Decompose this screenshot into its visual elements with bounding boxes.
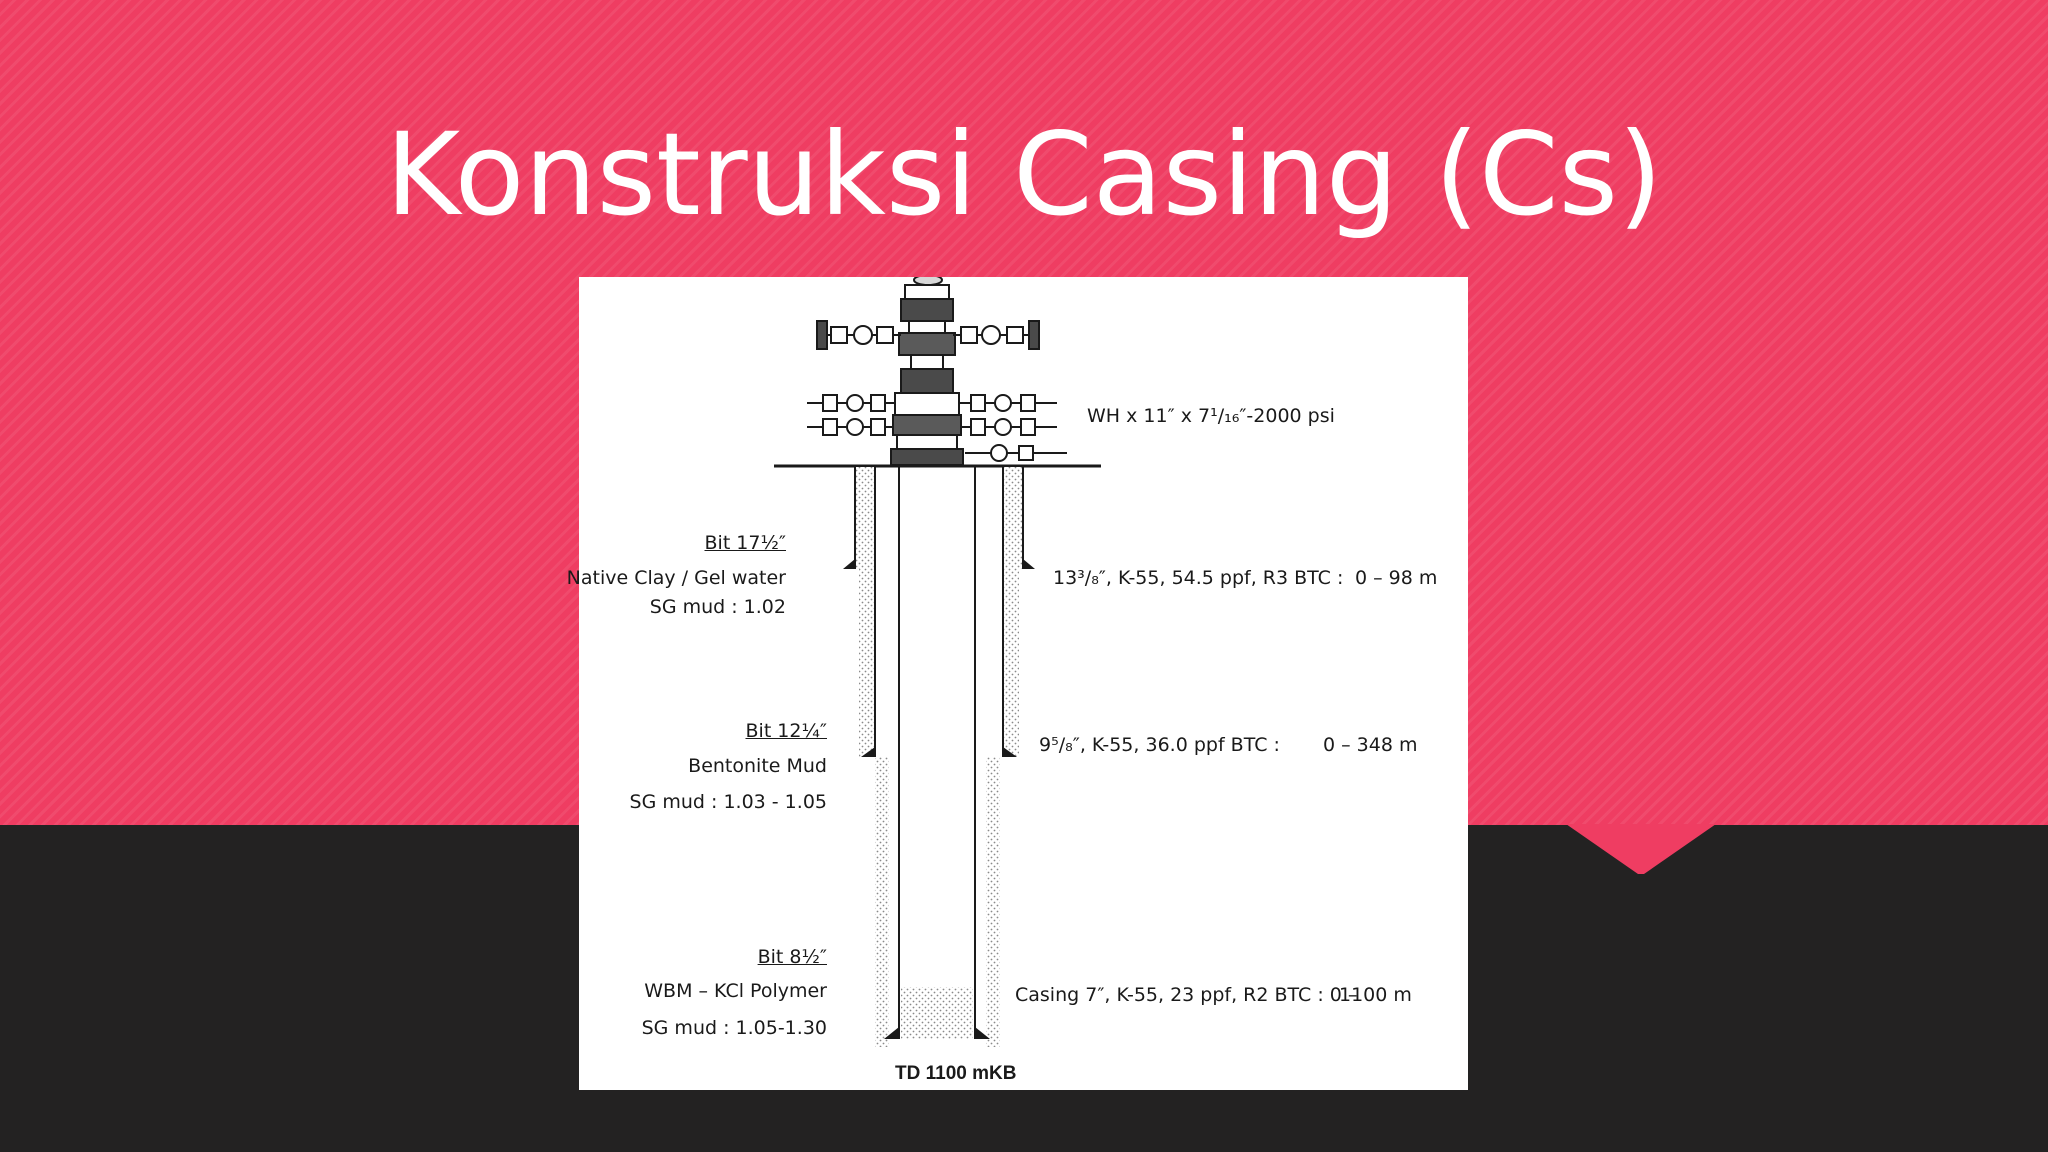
- cement-surface-right: [1003, 467, 1023, 569]
- cement-shoe: [901, 987, 973, 1039]
- casing-9-5-8-spec: 9⁵/₈″, K-55, 36.0 ppf BTC :: [1039, 734, 1280, 756]
- fluid-8-label: WBM – KCl Polymer: [644, 980, 827, 1002]
- cement-intermediate-left: [859, 569, 875, 757]
- sg-12-label: SG mud : 1.03 - 1.05: [629, 791, 827, 813]
- fluid-12-label: Bentonite Mud: [688, 755, 827, 777]
- well-schematic: [774, 277, 1101, 1047]
- casing-13-3-8-spec: 13³/₈″, K-55, 54.5 ppf, R3 BTC :: [1053, 567, 1344, 589]
- bit-8-label: Bit 8½″: [757, 946, 827, 968]
- wellhead-label: WH x 11″ x 7¹/₁₆″-2000 psi: [1087, 405, 1335, 427]
- shoe-13-3-8-right: [1023, 559, 1035, 569]
- cement-intermediate-right: [1003, 569, 1019, 757]
- shoe-7-left: [884, 1027, 899, 1039]
- shoe-9-5-8-left: [861, 747, 875, 757]
- cement-production-right: [986, 757, 1000, 1047]
- lower-side-valves: [807, 394, 1067, 462]
- wellhead-stack: [890, 277, 964, 466]
- casing-7-spec: Casing 7″, K-55, 23 ppf, R2 BTC : 0 –: [1015, 984, 1358, 1006]
- casing-13-3-8-depth: 0 – 98 m: [1355, 567, 1438, 589]
- bit-12-label: Bit 12¼″: [745, 720, 828, 742]
- shoe-7-right: [975, 1027, 990, 1039]
- casing-7-depth: 1100 m: [1339, 984, 1412, 1006]
- sg-17-label: SG mud : 1.02: [649, 596, 786, 618]
- total-depth-label: TD 1100 mKB: [895, 1063, 1017, 1084]
- shoe-13-3-8-left: [843, 559, 855, 569]
- shoe-9-5-8-right: [1003, 747, 1017, 757]
- casing-9-5-8-depth: 0 – 348 m: [1323, 734, 1418, 756]
- slide-title: Konstruksi Casing (Cs): [385, 108, 1663, 241]
- casing-diagram-panel: WH x 11″ x 7¹/₁₆″-2000 psi Bit 17½″ Nati…: [567, 277, 1468, 1090]
- cement-surface-left: [855, 467, 875, 569]
- sg-8-label: SG mud : 1.05-1.30: [641, 1017, 827, 1039]
- slide-notch-decoration: [1566, 824, 1716, 874]
- bit-17-label: Bit 17½″: [704, 532, 787, 554]
- cement-production-left: [875, 757, 889, 1047]
- upper-side-valves: [816, 320, 1040, 350]
- fluid-17-label: Native Clay / Gel water: [566, 567, 786, 589]
